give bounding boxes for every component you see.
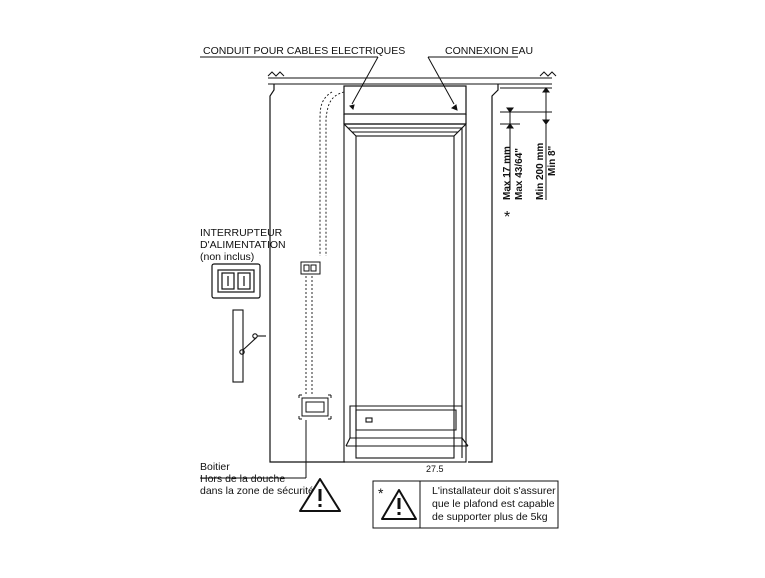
left-wall [269, 84, 345, 463]
note-line-3: de supporter plus de 5kg [432, 511, 548, 523]
dimension-min-in: Min 8" [547, 145, 558, 176]
note-line-1: L'installateur doit s'assurer [432, 485, 556, 497]
note-asterisk: * [378, 485, 384, 501]
warning-triangle-icon [381, 489, 417, 520]
leader-lines [200, 56, 518, 479]
box-label-2: Hors de la douche [200, 473, 285, 485]
dimension-asterisk: * [504, 209, 510, 226]
box-label-1: Boitier [200, 461, 230, 473]
dimension-lines [500, 87, 552, 200]
power-switch-label-3: (non inclus) [200, 251, 254, 263]
dimension-max-mm: Max 17 mm [502, 146, 513, 200]
note-box [372, 480, 559, 529]
right-wall [468, 84, 499, 463]
power-switch-label-2: D'ALIMENTATION [200, 239, 286, 251]
junction-box [298, 394, 332, 420]
power-switch-detail [211, 263, 261, 299]
warning-triangle-icon [299, 478, 341, 512]
base-width-label: 27.5 [426, 464, 444, 474]
wall-switch [300, 261, 321, 275]
power-switch-label-1: INTERRUPTEUR [200, 227, 283, 239]
water-connection-label: CONNEXION EAU [445, 45, 533, 57]
switch-schematic [232, 309, 266, 383]
ceiling-band [267, 71, 557, 85]
shower-panel [343, 123, 467, 463]
shower-base [345, 405, 469, 447]
cable-conduit-path [305, 91, 345, 396]
note-line-2: que le plafond est capable [432, 498, 555, 510]
dimension-max-in: Max 43/64" [514, 148, 525, 200]
cable-conduit-label: CONDUIT POUR CABLES ELECTRIQUES [203, 45, 405, 57]
dimension-min-mm: Min 200 mm [535, 143, 546, 200]
box-label-3: dans la zone de sécurité [200, 485, 314, 497]
